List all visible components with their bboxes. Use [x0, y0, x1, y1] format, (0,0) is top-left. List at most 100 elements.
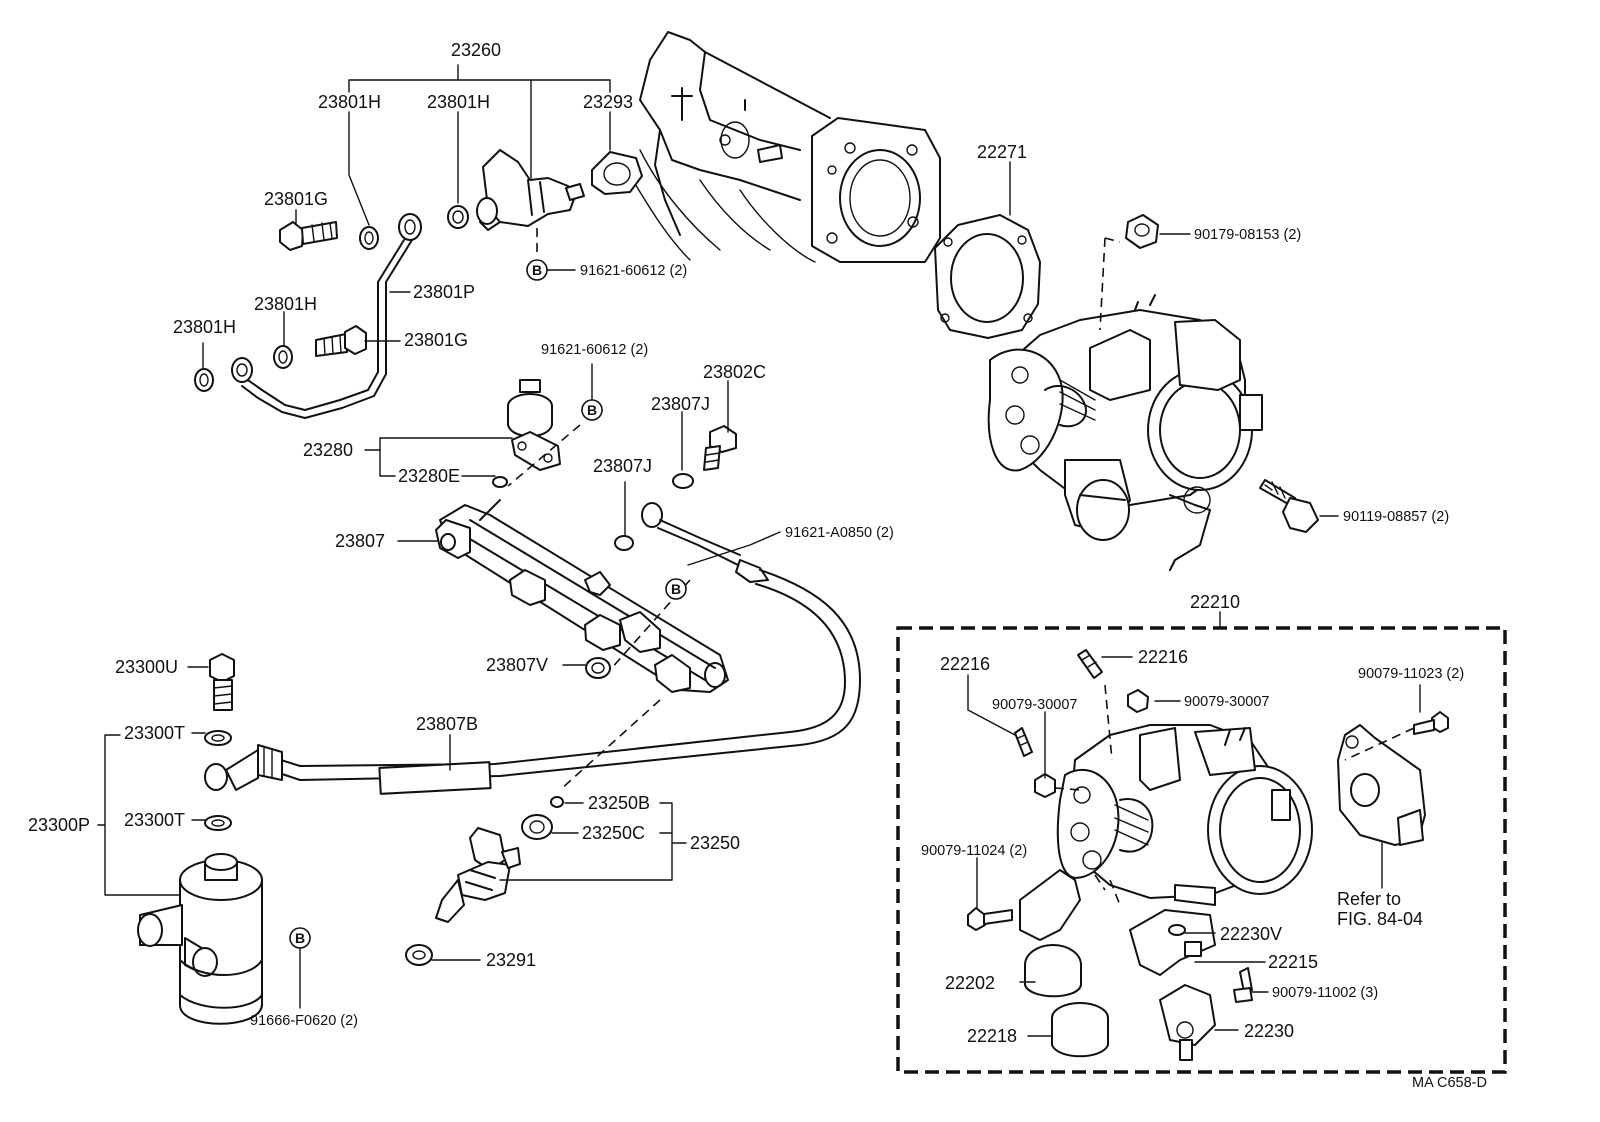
screw-90079-11002 — [1233, 967, 1253, 1003]
o-ring-23280E — [492, 476, 508, 488]
label-23300T-a: 23300T — [124, 723, 185, 743]
nut-90079-30007-b — [1127, 689, 1149, 713]
bolt-23300U — [209, 653, 235, 711]
o-ring-23250B — [550, 796, 564, 808]
grommet-23807V — [585, 657, 611, 679]
label-91621-60612-b: 91621-60612 (2) — [541, 342, 648, 358]
label-23801H-d: 23801H — [173, 317, 236, 337]
label-22230V: 22230V — [1220, 924, 1282, 944]
label-90079-11002: 90079-11002 (3) — [1272, 985, 1378, 1001]
label-23807J-a: 23807J — [651, 394, 710, 414]
label-23291: 23291 — [486, 950, 536, 970]
part-labels: 23260 23801H 23801H 23293 22271 23801G 9… — [28, 40, 1487, 1091]
fuel-pipe-23801P — [231, 213, 422, 419]
pressure-regulator-23280 — [507, 379, 561, 471]
cap-22218 — [1051, 1002, 1109, 1058]
label-23807V: 23807V — [486, 655, 548, 675]
fuel-filter-23300P — [137, 853, 263, 1025]
screw-22216-b — [1077, 649, 1103, 679]
label-22230: 22230 — [1244, 1021, 1294, 1041]
fuel-line-upper — [641, 502, 741, 566]
label-22215: 22215 — [1268, 952, 1318, 972]
reference-badge-3: B — [665, 578, 687, 600]
label-23300P: 23300P — [28, 815, 90, 835]
insulator-23250C — [521, 814, 553, 840]
union-bolt-23801G-upper — [279, 221, 338, 251]
injector-23260 — [476, 149, 585, 231]
label-90179-08153: 90179-08153 (2) — [1194, 227, 1301, 243]
washer-23801H-left — [194, 368, 214, 392]
label-22210: 22210 — [1190, 592, 1240, 612]
label-23801H-b: 23801H — [427, 92, 490, 112]
label-23807B: 23807B — [416, 714, 478, 734]
leader-lines — [97, 64, 1421, 1037]
label-23807J-b: 23807J — [593, 456, 652, 476]
gasket-23300T-lower — [204, 815, 232, 831]
label-91666-F0620: 91666-F0620 (2) — [250, 1013, 358, 1029]
screw-90079-11023 — [1413, 711, 1449, 735]
label-90079-30007-b: 90079-30007 — [1184, 694, 1269, 710]
label-fig-84-04: FIG. 84-04 — [1337, 909, 1423, 929]
nut-90179-08153 — [1125, 214, 1159, 249]
label-90079-30007-a: 90079-30007 — [992, 697, 1077, 713]
label-23250: 23250 — [690, 833, 740, 853]
label-90079-11024: 90079-11024 (2) — [921, 843, 1027, 859]
label-91621-60612-a: 91621-60612 (2) — [580, 263, 687, 279]
label-22271: 22271 — [977, 142, 1027, 162]
label-90079-11023: 90079-11023 (2) — [1358, 666, 1464, 682]
label-22202: 22202 — [945, 973, 995, 993]
screw-90079-11024 — [967, 907, 1013, 931]
throttle-position-sensor — [1337, 724, 1426, 846]
label-23801G-a: 23801G — [264, 189, 328, 209]
label-23802C: 23802C — [703, 362, 766, 382]
label-23280: 23280 — [303, 440, 353, 460]
label-23280E: 23280E — [398, 466, 460, 486]
label-23250B: 23250B — [588, 793, 650, 813]
gasket-23293 — [591, 151, 643, 195]
drawing-code: MA C658-D — [1412, 1075, 1487, 1091]
reference-badge-1: B — [526, 259, 548, 281]
throttle-body-lower — [1056, 724, 1313, 906]
label-23801P: 23801P — [413, 282, 475, 302]
label-23300U: 23300U — [115, 657, 178, 677]
bracket-22215 — [1129, 909, 1216, 976]
reference-badge-2: B — [581, 399, 603, 421]
svg-text:B: B — [587, 402, 597, 418]
throttle-body-upper — [987, 294, 1263, 571]
assembly-boundary-22210 — [896, 626, 1507, 1074]
union-bolt-23802C — [703, 425, 737, 471]
label-23801H-c: 23801H — [254, 294, 317, 314]
label-refer-to: Refer to — [1337, 889, 1401, 909]
union-bolt-23801G-lower — [315, 325, 367, 357]
washer-23801H-mid — [273, 345, 293, 369]
intake-manifold — [619, 31, 941, 263]
bolt-90119-08857 — [1259, 479, 1319, 533]
isc-valve-22202 — [1019, 869, 1082, 998]
washer-23801H-upper — [359, 226, 379, 250]
gasket-22271 — [934, 214, 1041, 339]
label-23250C: 23250C — [582, 823, 645, 843]
label-23293: 23293 — [583, 92, 633, 112]
gasket-23300T-upper — [204, 730, 232, 746]
label-23260: 23260 — [451, 40, 501, 60]
label-23300T-b: 23300T — [124, 810, 185, 830]
label-23801G-b: 23801G — [404, 330, 468, 350]
reference-badge-4: B — [289, 927, 311, 949]
svg-text:B: B — [295, 930, 305, 946]
fuel-hose-23807B — [204, 559, 861, 795]
label-22216-a: 22216 — [940, 654, 990, 674]
svg-text:B: B — [671, 581, 681, 597]
screw-22216-a — [1014, 727, 1033, 757]
label-22216-b: 22216 — [1138, 647, 1188, 667]
o-ring-23807J-b — [614, 535, 634, 551]
delivery-pipe-23807 — [435, 499, 729, 693]
svg-text:B: B — [532, 262, 542, 278]
label-23801H-a: 23801H — [318, 92, 381, 112]
insulator-23291 — [405, 944, 433, 966]
sensor-22230 — [1159, 984, 1216, 1061]
label-23807: 23807 — [335, 531, 385, 551]
label-91621-A0850: 91621-A0850 (2) — [785, 525, 894, 541]
label-90119-08857: 90119-08857 (2) — [1343, 509, 1449, 525]
o-ring-23801H-top — [447, 205, 469, 229]
label-22218: 22218 — [967, 1026, 1017, 1046]
